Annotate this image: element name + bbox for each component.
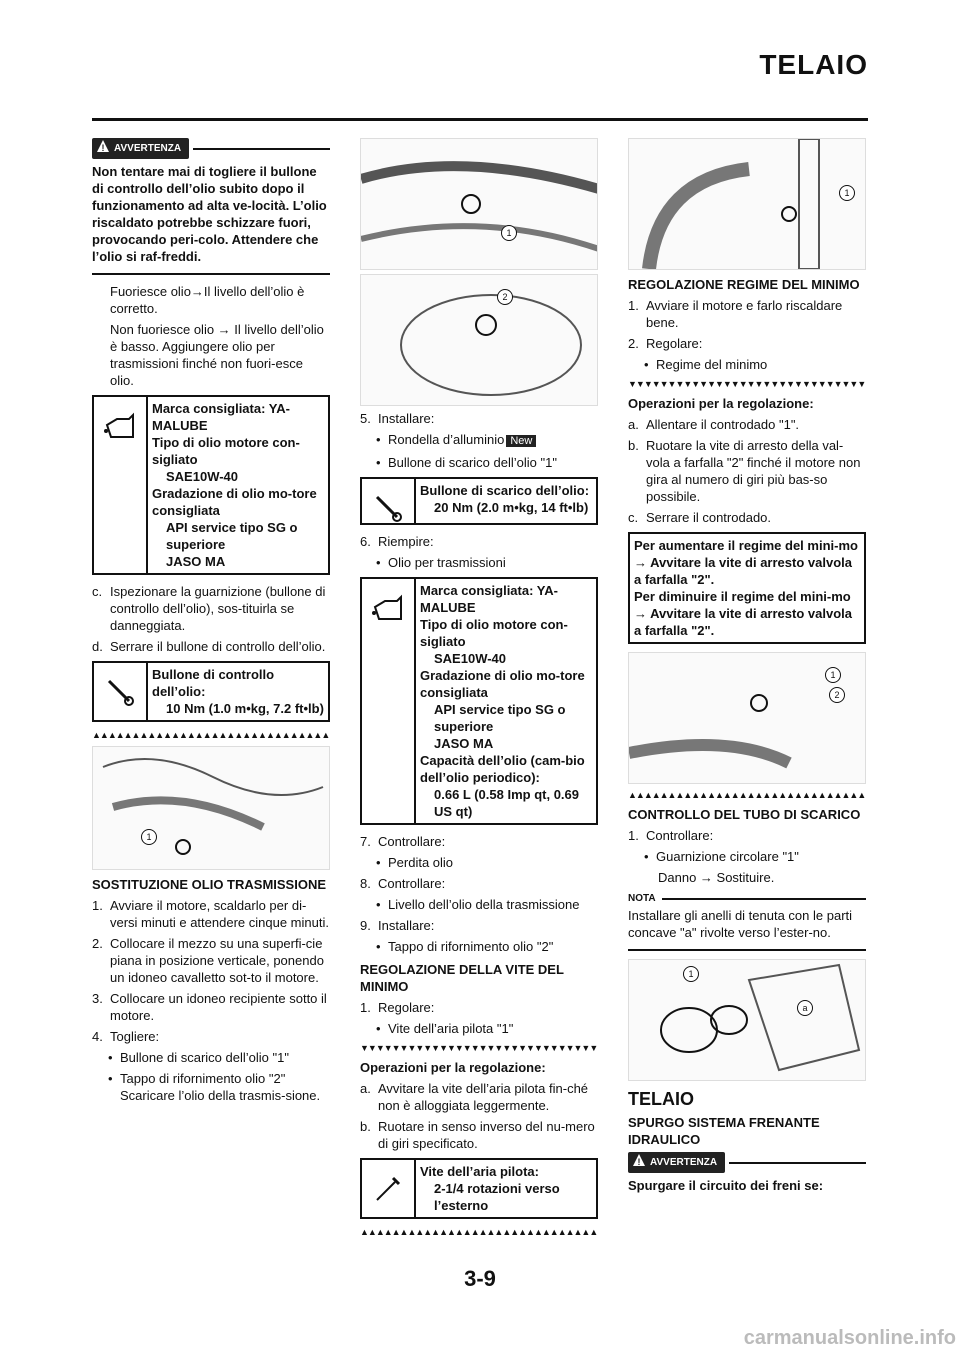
footer-watermark: carmanualsonline.info (743, 1327, 956, 1349)
wrench-icon (375, 495, 402, 522)
column-3: 1 REGOLAZIONE REGIME DEL MINIMO 1.Avviar… (628, 138, 866, 1198)
illustration-bolt-1: 1 (360, 138, 598, 270)
note-header: NOTA (628, 890, 866, 907)
warning-header: ! AVVERTENZA (628, 1152, 866, 1173)
illustration-drain-bolt: 1 (92, 746, 330, 870)
note-text: Installare gli anelli di tenuta con le p… (628, 908, 853, 940)
warning-badge: ! AVVERTENZA (92, 138, 190, 159)
section-title: TELAIO (628, 1089, 694, 1109)
illustration-filler-cap: 2 (360, 274, 598, 406)
page-title: TELAIO (759, 49, 868, 80)
warning-header: ! AVVERTENZA (92, 138, 330, 159)
end-marker: ▲▲▲▲▲▲▲▲▲▲▲▲▲▲▲▲▲▲▲▲▲▲▲▲▲▲▲▲▲▲ (628, 790, 866, 800)
warning-label: AVVERTENZA (114, 143, 182, 154)
end-marker: ▲▲▲▲▲▲▲▲▲▲▲▲▲▲▲▲▲▲▲▲▲▲▲▲▲▲▲▲▲▲ (92, 730, 330, 740)
warning-icon: ! (97, 140, 109, 153)
illustration-throttle: 1 (628, 138, 866, 270)
column-1: ! AVVERTENZA Non tentare mai di togliere… (92, 138, 330, 1108)
torque-box-2: Bullone di scarico dell’olio:20 Nm (2.0 … (360, 477, 598, 525)
start-marker: ▼▼▼▼▼▼▼▼▼▼▼▼▼▼▼▼▼▼▼▼▼▼▼▼▼▼▼▼▼▼ (628, 379, 866, 389)
check-result-2: Non fuoriesce olio → Il livello dell’oli… (110, 322, 324, 388)
header-rule (92, 118, 868, 121)
warning-icon: ! (633, 1154, 645, 1167)
page-number: 3-9 (464, 1266, 496, 1291)
pilot-screw-box: Vite dell’aria pilota:2-1/4 rotazioni ve… (360, 1158, 598, 1219)
column-2: 1 2 5.Installare: Rondella d’alluminioNe… (360, 138, 598, 1243)
oil-can-icon (372, 594, 402, 620)
check-result-1: Fuoriesce olio→Il livello dell’olio è co… (110, 284, 305, 316)
warning-text: Non tentare mai di togliere il bullone d… (92, 164, 327, 264)
end-marker: ▲▲▲▲▲▲▲▲▲▲▲▲▲▲▲▲▲▲▲▲▲▲▲▲▲▲▲▲▲▲ (360, 1227, 598, 1237)
svg-text:!: ! (638, 1157, 641, 1167)
warning-badge: ! AVVERTENZA (628, 1152, 726, 1173)
section-heading-pilot: REGOLAZIONE DELLA VITE DEL MINIMO (360, 962, 564, 994)
illustration-exhaust-pipe: 1 a (628, 959, 866, 1081)
illustration-idle-screw: 1 2 (628, 652, 866, 784)
section-heading: SOSTITUZIONE OLIO TRASMISSIONE (92, 877, 327, 892)
start-marker: ▼▼▼▼▼▼▼▼▼▼▼▼▼▼▼▼▼▼▼▼▼▼▼▼▼▼▼▼▼▼ (360, 1043, 598, 1053)
screwdriver-icon (376, 1176, 401, 1201)
svg-text:!: ! (102, 143, 105, 153)
torque-box: Bullone di controllo dell’olio:10 Nm (1.… (92, 661, 330, 722)
oil-can-icon (104, 412, 134, 438)
wrench-icon (107, 679, 134, 706)
new-badge: New (506, 435, 537, 447)
idle-adjust-box: Per aumentare il regime del mini-mo → Av… (628, 532, 866, 644)
